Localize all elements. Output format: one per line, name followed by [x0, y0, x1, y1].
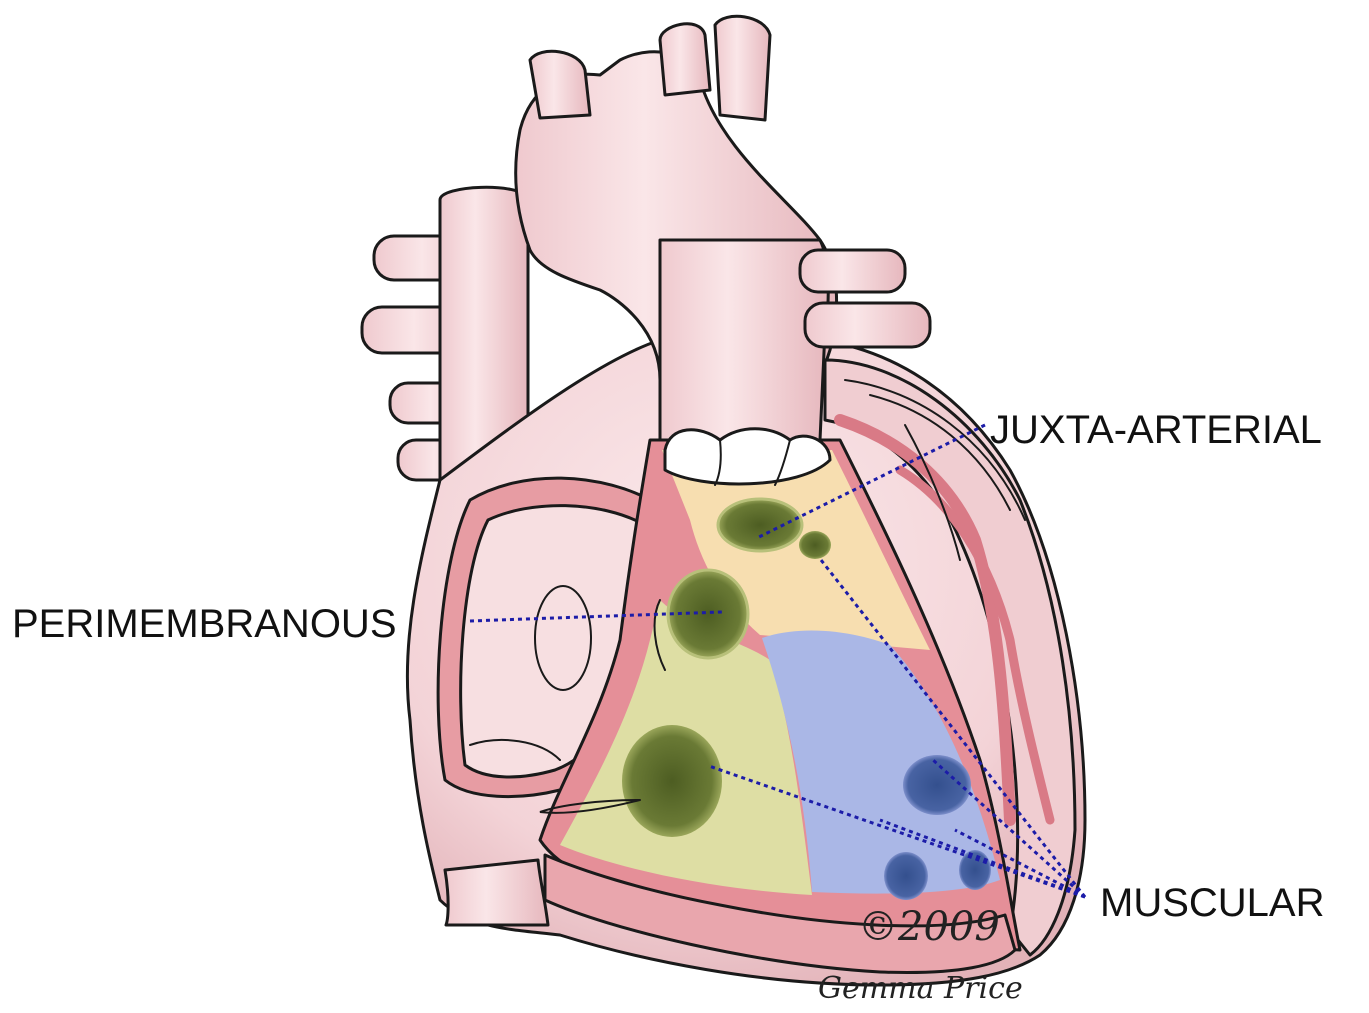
aortic-arch-branch-2	[715, 16, 770, 120]
label-perimembranous: PERIMEMBRANOUS	[12, 602, 397, 646]
pulmonary-valve	[665, 429, 830, 484]
juxta-arterial-defect	[718, 499, 802, 551]
muscular-defect-apical-1	[903, 755, 971, 815]
copyright-notice: ©2009	[858, 904, 1000, 950]
artist-signature: Gemma Price	[818, 971, 1023, 1006]
muscular-defect-apical-2	[884, 852, 928, 900]
muscular-defect-large	[622, 725, 722, 837]
inferior-vena-cava	[445, 860, 548, 925]
small-outlet-defect	[799, 531, 831, 559]
aortic-arch-branch-1	[660, 24, 710, 95]
label-muscular: MUSCULAR	[1100, 881, 1324, 925]
aortic-arch-branch-3	[530, 51, 590, 118]
label-juxta-arterial: JUXTA-ARTERIAL	[990, 408, 1322, 452]
muscular-defect-apical-3	[959, 850, 991, 890]
